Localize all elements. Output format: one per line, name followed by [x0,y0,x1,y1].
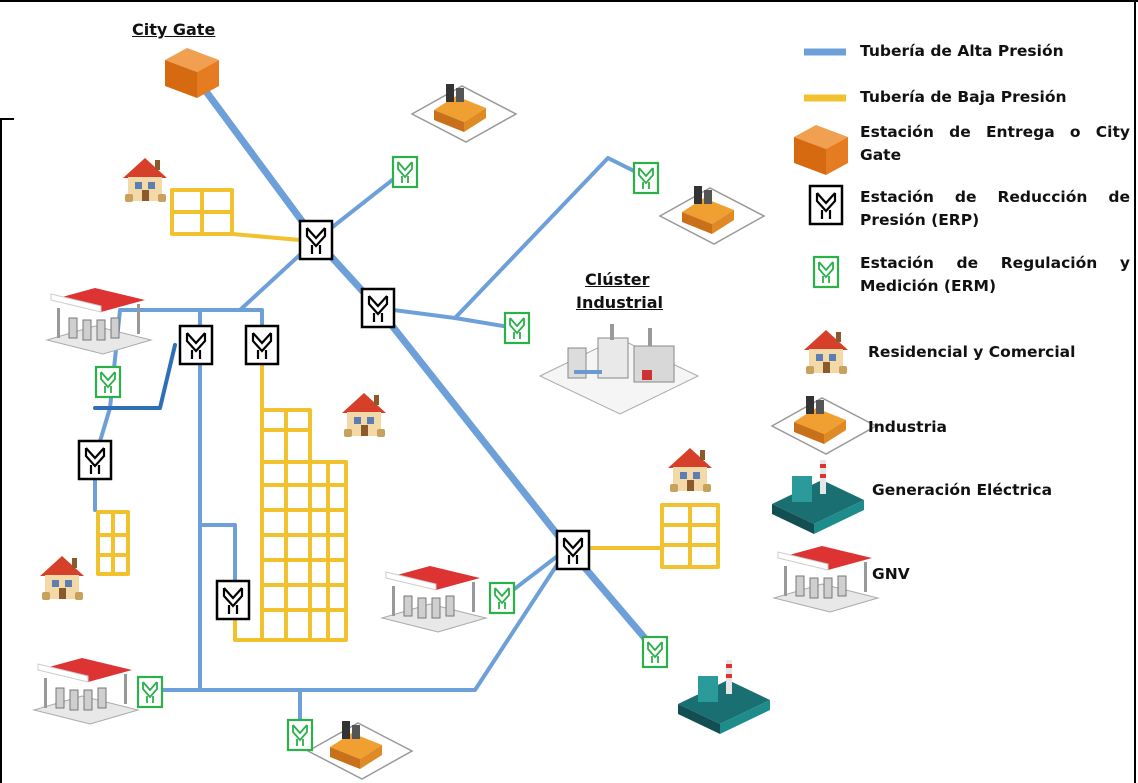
legend-power: Generación Eléctrica [872,481,1053,499]
erm-icon [286,718,314,752]
pipe-south-loop [148,546,570,692]
gas-station-icon [33,657,139,725]
house-icon [40,556,84,600]
legend-symbols [771,48,879,613]
industrial-cluster-icon [538,324,700,415]
gas-station-icon [46,287,152,355]
city-gate-icon [794,125,848,175]
frame-left-tick [0,118,14,120]
erm-icon [632,161,660,195]
power-plant-icon [678,660,770,734]
legend-erm: Estación de Regulación y Medición (ERM) [860,254,1130,295]
pipe-to-west-network [93,238,318,512]
pipe-to-cluster [376,306,517,330]
legend-low-pressure: Tubería de Baja Presión [860,88,1067,106]
city-gate-icon [165,48,219,98]
house-icon [804,330,848,374]
house-icon [668,448,712,492]
pipe-west-dark [93,343,177,410]
erm-icon [136,675,164,709]
erp-icon [215,579,251,621]
legend-erp: Estación de Reducción de Presión (ERP) [860,188,1130,229]
erp-icon [178,324,214,366]
legend-high-pressure: Tubería de Alta Presión [860,42,1064,60]
cluster-label-line1: Clúster [585,270,650,289]
pipe-erp-south [198,523,237,602]
gas-station-icon [773,545,879,613]
factory-icon [411,83,517,143]
frame-top [0,0,1138,2]
erm-icon [391,155,419,189]
frame-left [0,118,2,783]
erp-icon [555,529,591,571]
legend-industry: Industria [868,418,947,436]
city-gate-label: City Gate [132,20,216,39]
house-icon [123,158,167,202]
legend-residential: Residencial y Comercial [868,343,1076,361]
erp-icon [808,184,844,226]
frame-right [1134,0,1136,783]
house-icon [342,393,386,437]
erp-icon [77,439,113,481]
low-pressure-grid-east [585,503,720,569]
low-pressure-grid-west [96,510,130,576]
legend-gnv: GNV [872,565,910,583]
factory-icon [659,185,765,245]
erm-icon [812,255,840,289]
erm-icon [488,581,516,615]
factory-icon [307,720,413,780]
erm-icon [641,635,669,669]
low-pressure-grid-northwest [170,188,301,242]
erp-icon [244,324,280,366]
erp-icon [360,287,396,329]
power-plant-icon [772,460,864,534]
gas-station-icon [381,565,487,633]
legend-city-gate: Estación de Entrega o City Gate [860,123,1130,164]
erp-icon [298,219,334,261]
erm-icon [503,311,531,345]
erm-icon [94,365,122,399]
factory-icon [771,395,877,455]
cluster-label-line2: Industrial [576,293,664,312]
low-pressure-grid-central [233,365,348,642]
